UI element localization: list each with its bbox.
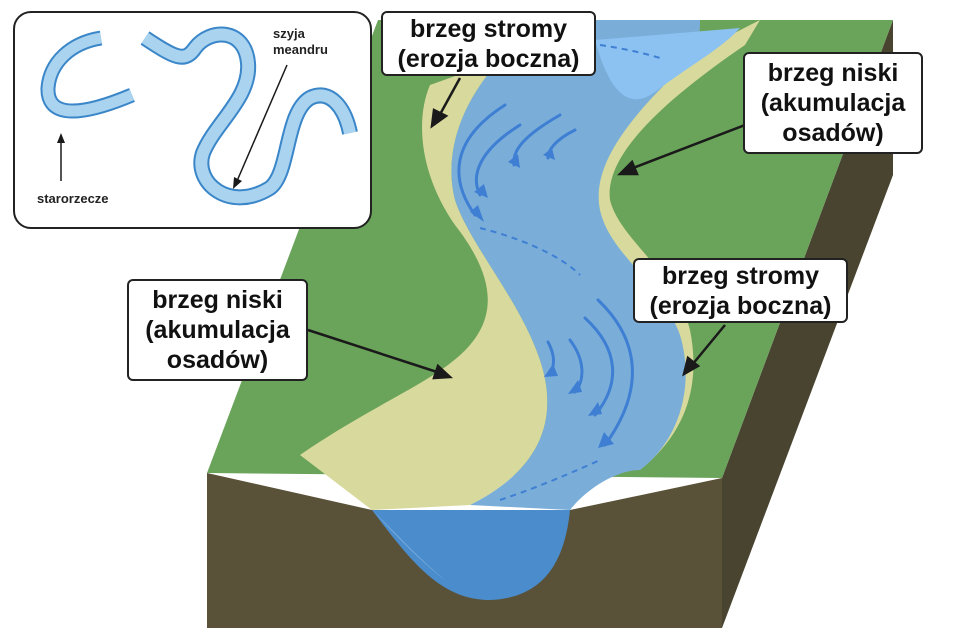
neck-label-line1: szyja: [273, 26, 305, 41]
callout-low-left-line1: brzeg niski: [152, 286, 283, 314]
meander-inset: starorzecze szyja meandru: [13, 11, 372, 229]
neck-pointer-line: [236, 64, 288, 182]
right-soil-face: [722, 20, 893, 628]
callout-steep-top-line2: (erozja boczna): [397, 44, 580, 73]
callout-steep-bank-top: brzeg stromy (erozja boczna): [381, 11, 596, 76]
oxbow-lake-fill: [42, 32, 135, 117]
callout-leader-arrows: [307, 77, 746, 380]
callout-low-bank-right: brzeg niski (akumulacja osadów): [743, 52, 923, 154]
thalweg-line-lower: [499, 459, 601, 501]
callout-steep-right-line2: (erozja boczna): [649, 291, 832, 320]
callout-low-bank-left: brzeg niski (akumulacja osadów): [127, 279, 308, 381]
neck-pointer-head: [233, 177, 242, 189]
river-far-water: [595, 28, 740, 100]
callout-low-right-line1: brzeg niski: [767, 59, 899, 87]
callout-steep-bank-right: brzeg stromy (erozja boczna): [633, 258, 848, 323]
callout-low-left-line3: osadów): [166, 346, 269, 374]
flow-arrowheads-upper: [470, 148, 555, 222]
meander-river-fill: [141, 28, 356, 204]
river-cross-section: [372, 510, 570, 600]
callout-low-left-line2: (akumulacja: [145, 316, 290, 344]
thalweg-line-top: [599, 44, 661, 59]
callout-steep-top-line1: brzeg stromy: [410, 14, 567, 43]
neck-label-line2: meandru: [273, 42, 328, 57]
callout-low-right-line3: osadów): [782, 119, 884, 147]
thalweg-line-upper: [479, 227, 581, 276]
meander-inset-drawing: [40, 26, 358, 206]
callout-steep-right-line1: brzeg stromy: [662, 261, 819, 290]
oxbow-label: starorzecze: [37, 191, 109, 206]
river-channel: [451, 20, 700, 510]
oxbow-pointer-head: [57, 133, 65, 143]
left-sand-bank: [300, 60, 548, 510]
meander-neck-label: szyja meandru: [273, 26, 328, 58]
callout-low-right-line2: (akumulacja: [760, 89, 906, 117]
flow-arrowheads-lower: [544, 364, 614, 448]
